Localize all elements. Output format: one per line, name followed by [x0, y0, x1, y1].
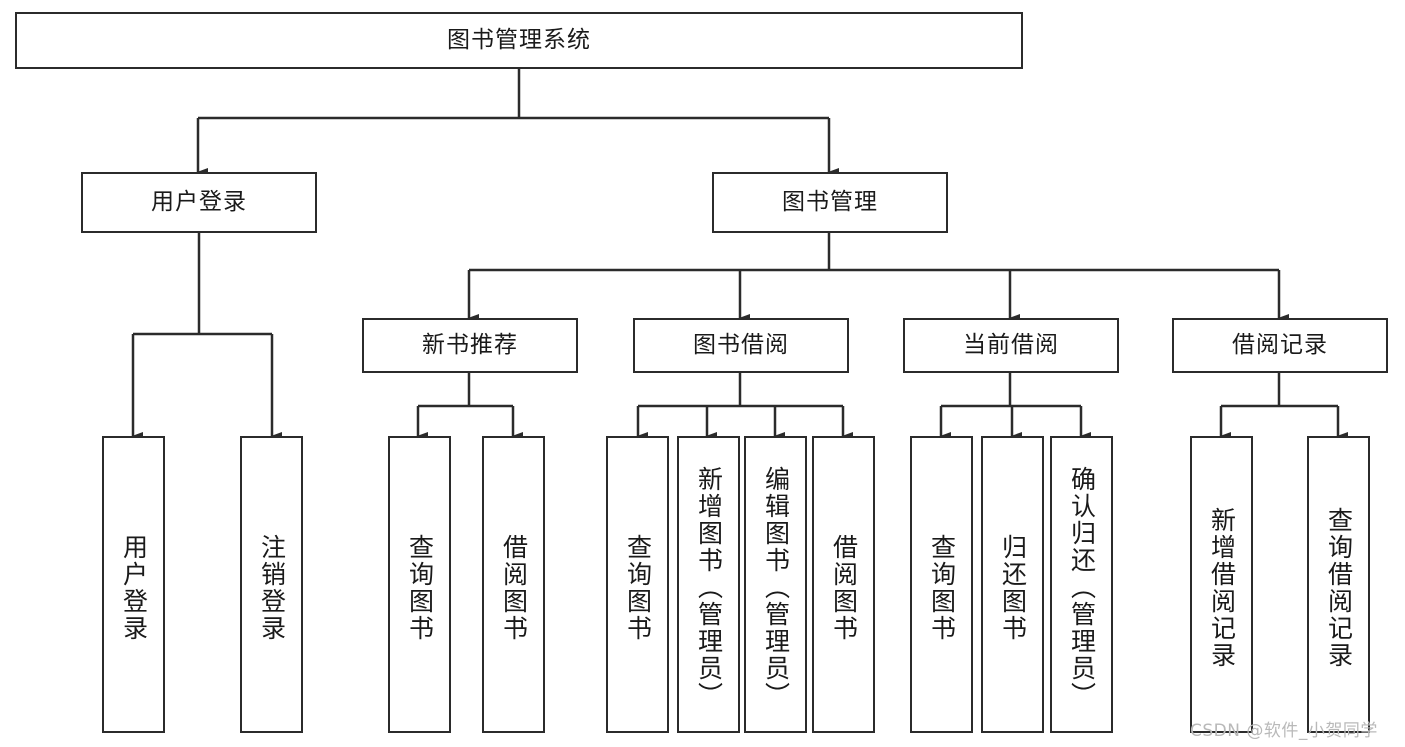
level2-node-borrow-record[interactable]: 借阅记录 — [1172, 318, 1388, 373]
node-label: 查询图书 — [405, 533, 435, 642]
node-label: 图书管理系统 — [447, 26, 591, 53]
level1-node-user-login[interactable]: 用户登录 — [81, 172, 317, 233]
node-label: 借阅记录 — [1232, 331, 1328, 358]
node-label: 图书借阅 — [693, 331, 789, 358]
leaf-node-leaf-logout[interactable]: 注销登录 — [240, 436, 303, 733]
leaf-node-leaf-confirm-return[interactable]: 确认归还（管理员） — [1050, 436, 1113, 733]
node-label: 确认归还（管理员） — [1067, 466, 1097, 709]
root-node-root[interactable]: 图书管理系统 — [15, 12, 1023, 69]
node-label: 归还图书 — [998, 533, 1028, 642]
leaf-node-leaf-return-book[interactable]: 归还图书 — [981, 436, 1044, 733]
leaf-node-leaf-borrow-book-2[interactable]: 借阅图书 — [812, 436, 875, 733]
leaf-node-leaf-user-login[interactable]: 用户登录 — [102, 436, 165, 733]
leaf-node-leaf-borrow-book-1[interactable]: 借阅图书 — [482, 436, 545, 733]
node-label: 注销登录 — [257, 533, 287, 642]
node-label: 查询图书 — [927, 533, 957, 642]
leaf-node-leaf-add-book[interactable]: 新增图书（管理员） — [677, 436, 740, 733]
leaf-node-leaf-query-record[interactable]: 查询借阅记录 — [1307, 436, 1370, 733]
level2-node-new-book-recommend[interactable]: 新书推荐 — [362, 318, 578, 373]
node-label: 查询借阅记录 — [1324, 506, 1354, 669]
node-label: 图书管理 — [782, 188, 878, 215]
node-label: 用户登录 — [119, 533, 149, 642]
level2-node-current-borrow[interactable]: 当前借阅 — [903, 318, 1119, 373]
node-label: 新增借阅记录 — [1207, 506, 1237, 669]
node-label: 新书推荐 — [422, 331, 518, 358]
node-label: 新增图书（管理员） — [694, 466, 724, 709]
csdn-watermark: CSDN @软件_小贺同学 — [1190, 721, 1378, 741]
node-label: 当前借阅 — [963, 331, 1059, 358]
leaf-node-leaf-query-book-1[interactable]: 查询图书 — [388, 436, 451, 733]
leaf-node-leaf-edit-book[interactable]: 编辑图书（管理员） — [744, 436, 807, 733]
node-label: 查询图书 — [623, 533, 653, 642]
level1-node-book-manage[interactable]: 图书管理 — [712, 172, 948, 233]
leaf-node-leaf-add-record[interactable]: 新增借阅记录 — [1190, 436, 1253, 733]
node-label: 用户登录 — [151, 188, 247, 215]
node-label: 借阅图书 — [499, 533, 529, 642]
leaf-node-leaf-query-book-3[interactable]: 查询图书 — [910, 436, 973, 733]
level2-node-book-borrow[interactable]: 图书借阅 — [633, 318, 849, 373]
node-label: 编辑图书（管理员） — [761, 466, 791, 709]
leaf-node-leaf-query-book-2[interactable]: 查询图书 — [606, 436, 669, 733]
node-label: 借阅图书 — [829, 533, 859, 642]
